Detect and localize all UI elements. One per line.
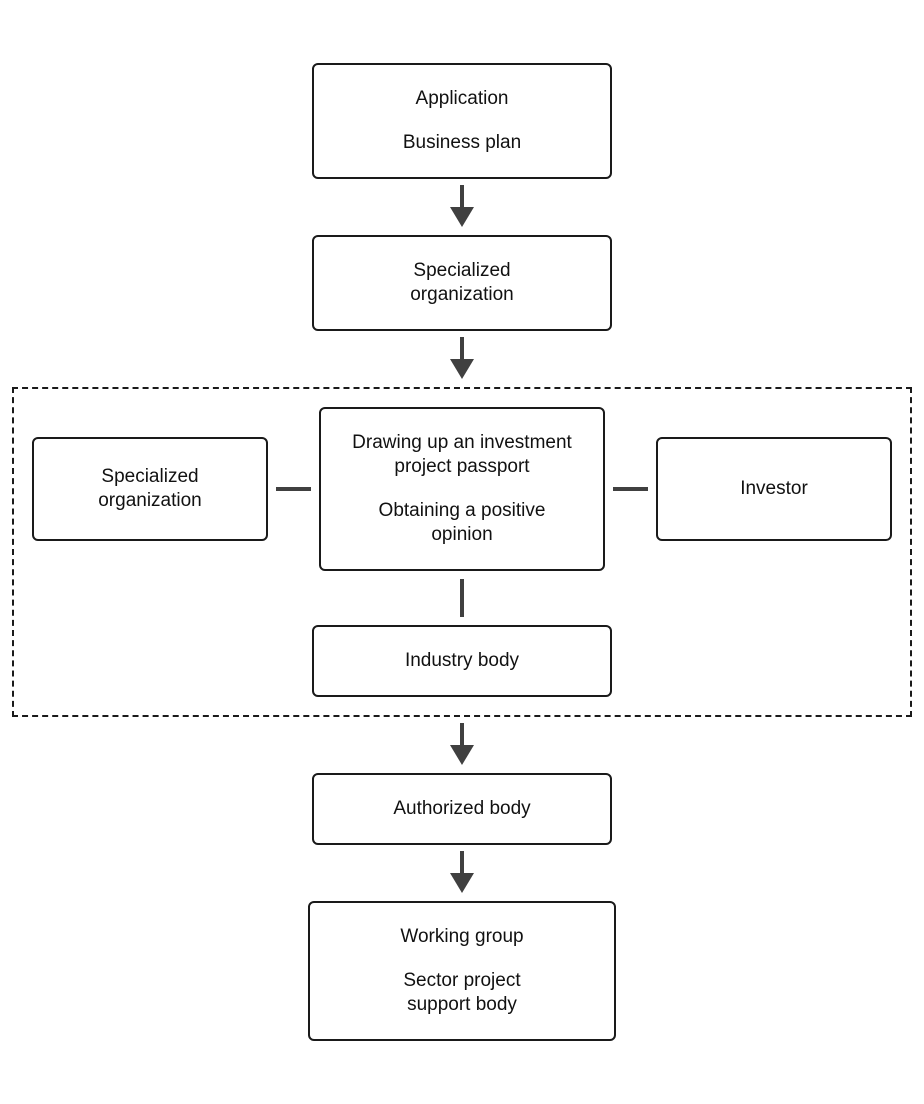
- left-connector: [276, 487, 311, 491]
- opinion-label-line-1: Obtaining a positive: [378, 500, 546, 521]
- application-node: Application Business plan: [312, 63, 612, 179]
- authorized-body-label: Authorized body: [393, 798, 531, 819]
- industry-body-node: Industry body: [312, 625, 612, 697]
- sector-support-label-line-1: Sector project: [403, 970, 521, 991]
- sector-support-label-line-2: support body: [407, 994, 517, 1015]
- authorized-body-node: Authorized body: [312, 773, 612, 845]
- specialized-organization-label-line-2: organization: [410, 284, 514, 305]
- passport-stage-group: [12, 387, 912, 717]
- working-group-label: Working group: [400, 926, 524, 947]
- specialized-organization-side-node: Specialized organization: [32, 437, 268, 541]
- passport-label-line-2: project passport: [394, 456, 530, 477]
- arrow-down-icon: [450, 723, 474, 765]
- arrow-down-icon: [450, 851, 474, 893]
- opinion-label-line-2: opinion: [431, 524, 493, 545]
- right-connector: [613, 487, 648, 491]
- investor-node: Investor: [656, 437, 892, 541]
- specialized-organization-label-line-1: Specialized: [413, 260, 511, 281]
- specialized-organization-side-label-line-1: Specialized: [101, 466, 199, 487]
- arrow-down-icon: [450, 185, 474, 227]
- industry-body-label: Industry body: [404, 650, 520, 671]
- center-bottom-connector: [460, 579, 464, 617]
- investment-passport-node: Drawing up an investment project passpor…: [319, 407, 605, 571]
- specialized-organization-node: Specialized organization: [312, 235, 612, 331]
- arrow-down-icon: [450, 337, 474, 379]
- working-group-node: Working group Sector project support bod…: [308, 901, 616, 1041]
- business-plan-label: Business plan: [402, 132, 522, 153]
- investor-label: Investor: [740, 478, 808, 499]
- passport-label-line-1: Drawing up an investment: [352, 432, 572, 453]
- specialized-organization-side-label-line-2: organization: [98, 490, 202, 511]
- application-label: Application: [415, 88, 509, 109]
